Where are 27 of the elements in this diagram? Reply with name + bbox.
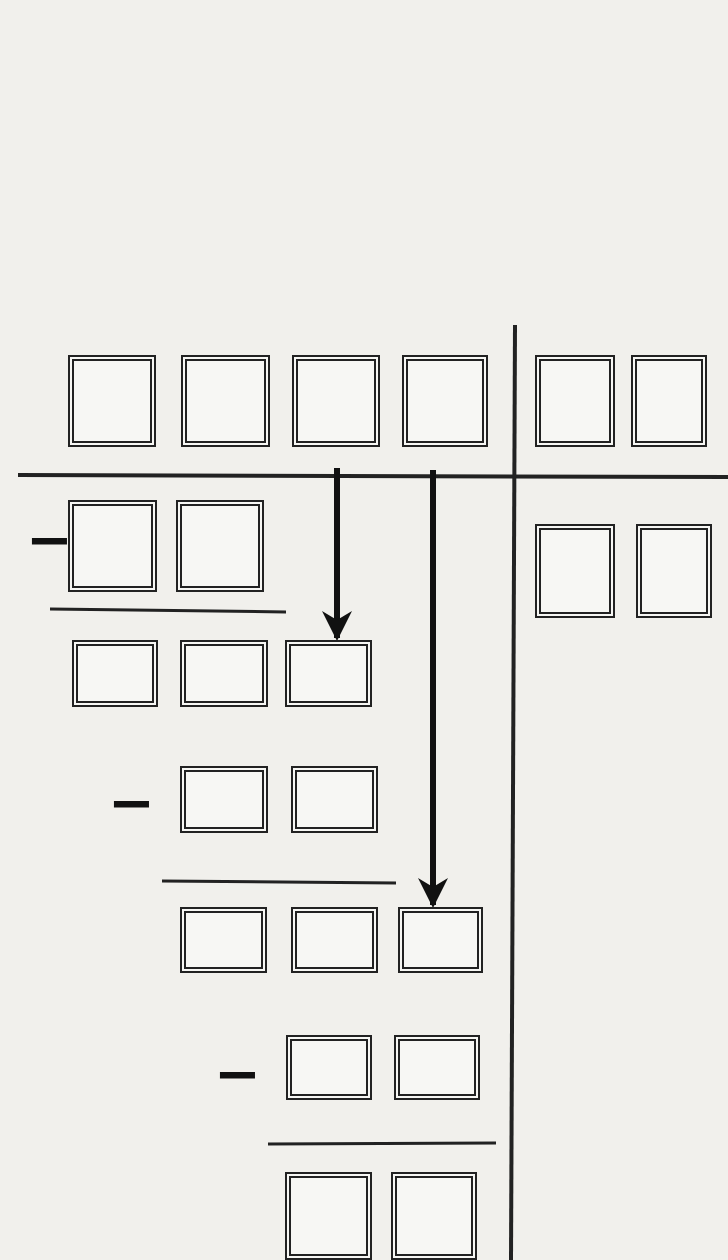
minus-sign: −: [214, 1054, 261, 1094]
answer-box: [291, 907, 378, 973]
answer-box: [402, 355, 488, 447]
answer-box: [68, 500, 157, 592]
answer-box: [535, 355, 615, 447]
answer-box: [398, 907, 483, 973]
answer-box: [291, 766, 378, 833]
minus-sign: −: [108, 783, 155, 823]
answer-box: [631, 355, 707, 447]
answer-box: [636, 524, 712, 618]
answer-box: [286, 1035, 372, 1100]
answer-box: [68, 355, 156, 447]
answer-box: [391, 1172, 477, 1260]
answer-box: [180, 640, 268, 707]
arrow: [418, 470, 448, 908]
minus-sign: −: [26, 520, 73, 560]
answer-box: [176, 500, 264, 592]
arrow: [322, 468, 352, 641]
answer-box: [180, 766, 268, 833]
answer-box: [285, 1172, 372, 1260]
answer-box: [72, 640, 158, 707]
answer-box: [292, 355, 380, 447]
answer-box: [394, 1035, 480, 1100]
answer-box: [180, 907, 267, 973]
answer-box: [535, 524, 615, 618]
answer-box: [181, 355, 270, 447]
answer-box: [285, 640, 372, 707]
